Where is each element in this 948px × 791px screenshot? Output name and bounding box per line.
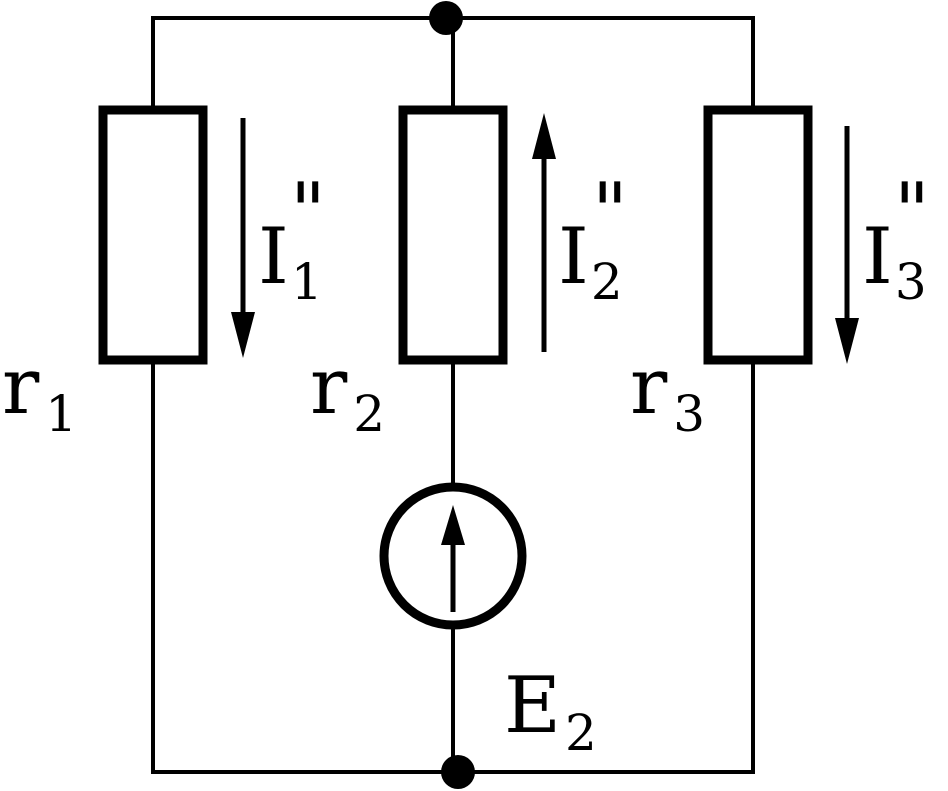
current-prime-i1: " [290, 167, 326, 257]
top-node [429, 1, 463, 35]
bottom-node [441, 755, 475, 789]
source-label-e2: E2 [504, 661, 597, 762]
current-arrow-i1 [231, 118, 255, 358]
current-arrow-i3 [835, 126, 859, 364]
resistor-r2 [398, 105, 508, 365]
source-arrow-head [441, 505, 465, 545]
current-prime-i3: " [894, 167, 930, 257]
current-arrow-i2 [532, 113, 556, 352]
resistor-r1 [98, 105, 208, 365]
current-label-i3: I3 [862, 212, 927, 311]
current-prime-i2: " [592, 167, 628, 257]
current-label-i1: I1 [258, 212, 323, 311]
resistor-r3 [703, 105, 813, 365]
current-label-i2: I2 [558, 212, 623, 311]
